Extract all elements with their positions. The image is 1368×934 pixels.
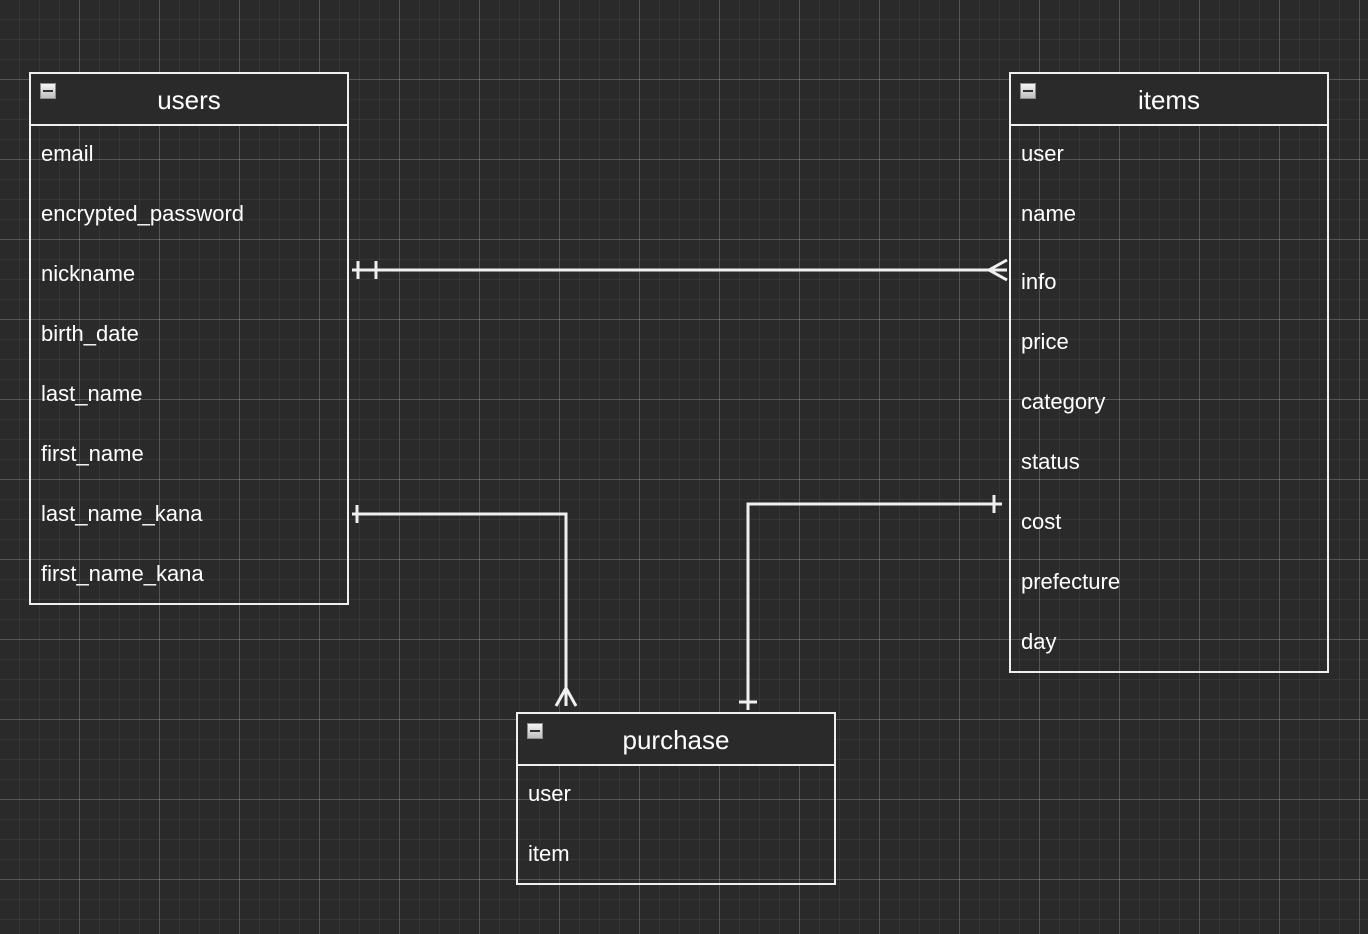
- relationship-users-purchase[interactable]: [352, 505, 578, 707]
- users-attr-nickname[interactable]: nickname: [41, 261, 136, 286]
- purchase-entity-header[interactable]: purchase: [518, 714, 834, 766]
- users-entity[interactable]: users email encrypted_password nickname …: [29, 72, 349, 605]
- items-attr-day[interactable]: day: [1021, 629, 1057, 654]
- collapse-icon[interactable]: [40, 83, 56, 99]
- collapse-icon[interactable]: [1020, 83, 1036, 99]
- items-attr-user[interactable]: user: [1021, 141, 1064, 166]
- items-entity[interactable]: items user name info price category stat…: [1009, 72, 1329, 673]
- collapse-icon[interactable]: [527, 723, 543, 739]
- items-attr-category[interactable]: category: [1021, 389, 1106, 414]
- users-attr-first-name-kana[interactable]: first_name_kana: [41, 561, 204, 586]
- items-entity-header[interactable]: items: [1011, 74, 1327, 126]
- users-attr-first-name[interactable]: first_name: [41, 441, 144, 466]
- items-many-marker: [985, 258, 1008, 282]
- users-attr-birth-date[interactable]: birth_date: [41, 321, 139, 346]
- users-attr-email[interactable]: email: [41, 141, 94, 166]
- users-attr-last-name-kana[interactable]: last_name_kana: [41, 501, 203, 526]
- relationship-users-items[interactable]: [352, 258, 1008, 282]
- purchase-many-marker: [554, 684, 578, 707]
- items-attr-name[interactable]: name: [1021, 201, 1077, 226]
- users-entity-header[interactable]: users: [31, 74, 347, 126]
- items-entity-title: items: [1137, 85, 1201, 115]
- items-purchase-connector[interactable]: [746, 502, 1002, 710]
- purchase-entity-title: purchase: [622, 725, 730, 755]
- items-attr-prefecture[interactable]: prefecture: [1021, 569, 1121, 594]
- users-attr-last-name[interactable]: last_name: [41, 381, 143, 406]
- items-attr-price[interactable]: price: [1021, 329, 1069, 354]
- items-attr-cost[interactable]: cost: [1021, 509, 1062, 534]
- users-entity-title: users: [157, 85, 221, 115]
- items-attr-info[interactable]: info: [1021, 269, 1057, 294]
- items-attr-status[interactable]: status: [1021, 449, 1080, 474]
- users-purchase-connector[interactable]: [352, 512, 568, 706]
- users-attr-encrypted-password[interactable]: encrypted_password: [41, 201, 245, 226]
- purchase-attr-item[interactable]: item: [528, 841, 570, 866]
- purchase-entity[interactable]: purchase user item: [516, 712, 836, 885]
- relationship-items-purchase[interactable]: [739, 495, 1002, 710]
- purchase-attr-user[interactable]: user: [528, 781, 571, 806]
